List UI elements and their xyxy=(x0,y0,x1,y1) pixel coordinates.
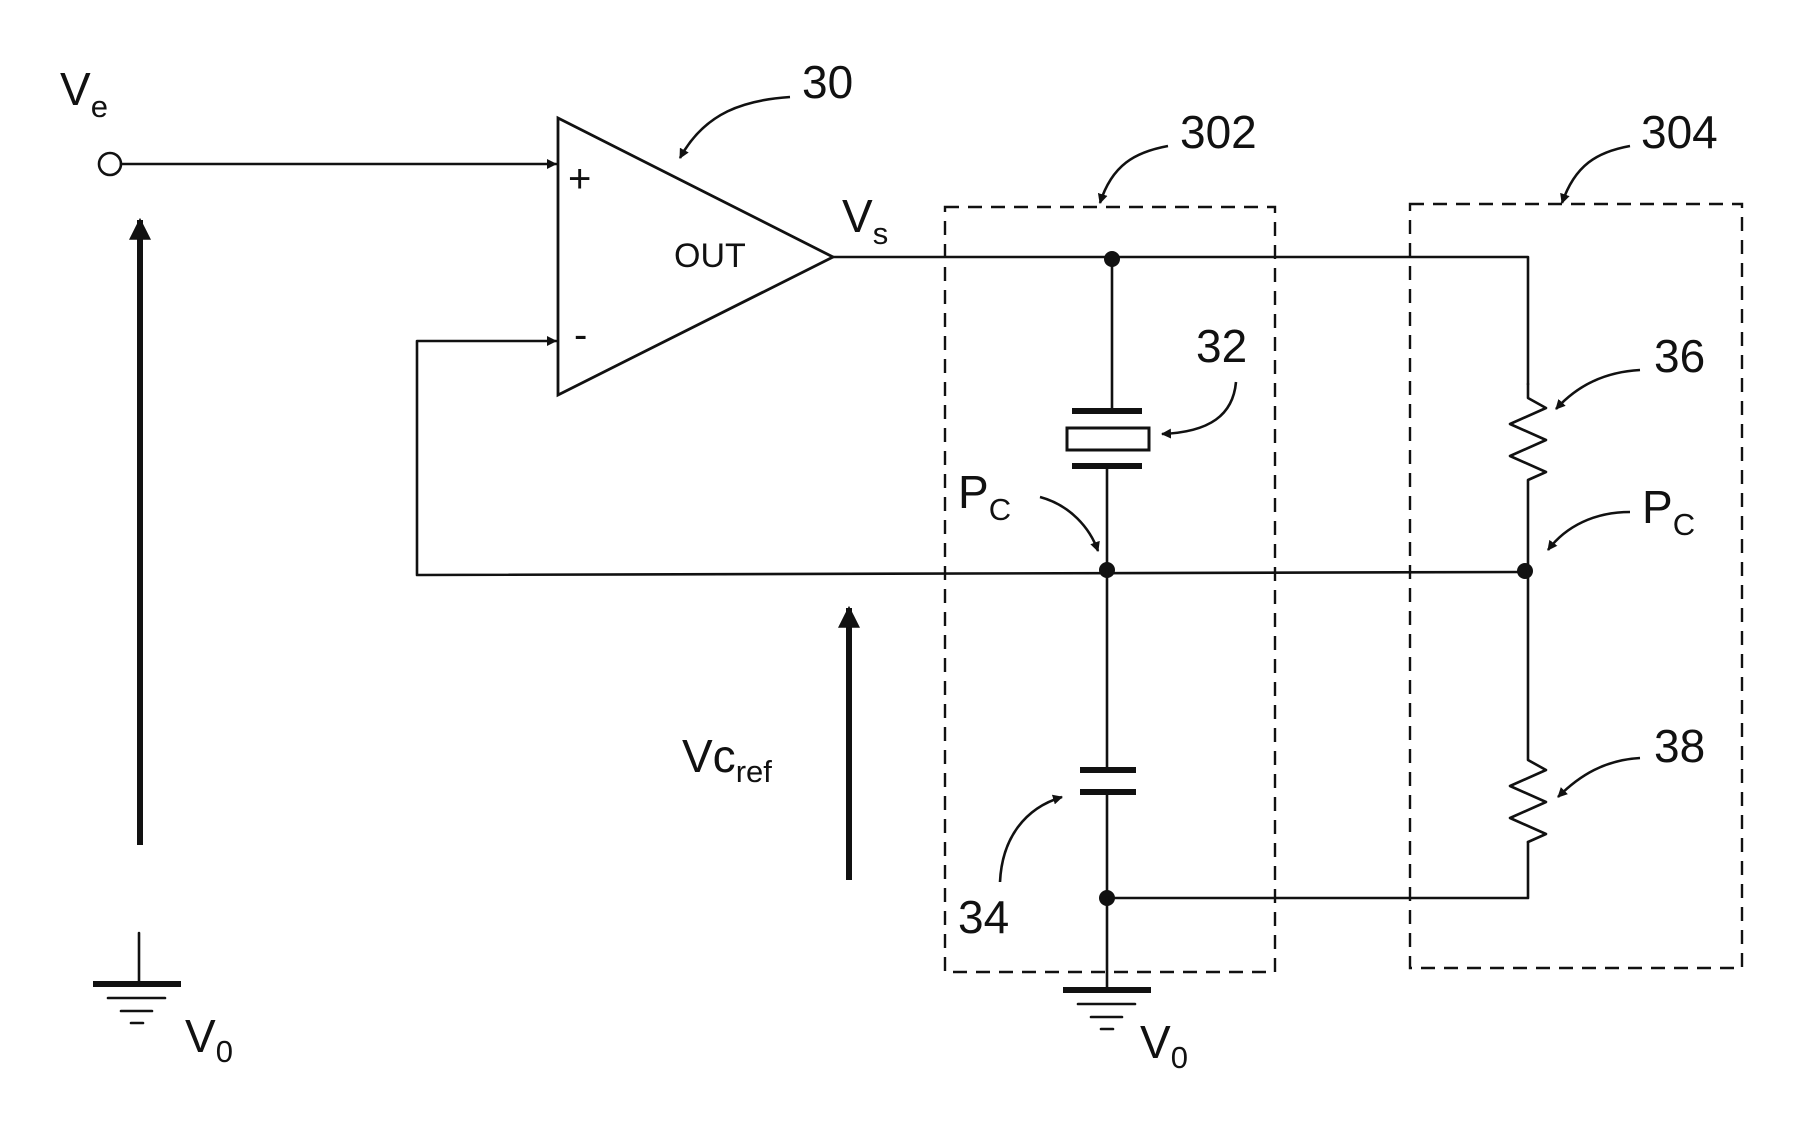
leader-38 xyxy=(1558,758,1640,797)
leader-34 xyxy=(1000,797,1062,882)
ve-input-terminal xyxy=(99,153,121,175)
ref-label-38: 38 xyxy=(1654,720,1705,772)
resistor-36 xyxy=(1510,384,1546,570)
opamp-minus-input-label: - xyxy=(574,313,587,357)
leader-302 xyxy=(1100,146,1168,203)
leader-32 xyxy=(1162,382,1236,434)
node-pc-right xyxy=(1517,563,1533,579)
ground-symbol-right xyxy=(1063,990,1151,1029)
ref-label-32: 32 xyxy=(1196,320,1247,372)
pc-label-right: PC xyxy=(1642,481,1695,542)
pc-label-left: PC xyxy=(958,466,1011,527)
leader-30 xyxy=(680,97,790,158)
leader-36 xyxy=(1556,370,1640,409)
ref-label-30: 30 xyxy=(802,56,853,108)
leader-pc-right xyxy=(1548,512,1630,550)
wire-vs-output xyxy=(833,257,1528,384)
wire-bottom-return xyxy=(1107,842,1528,898)
ve-label: Ve xyxy=(60,63,108,124)
cap32-crystal-body xyxy=(1067,428,1149,450)
opamp-out-label: OUT xyxy=(674,237,746,275)
leader-304 xyxy=(1562,146,1630,203)
ref-label-304: 304 xyxy=(1641,106,1718,158)
ref-label-36: 36 xyxy=(1654,330,1705,382)
box-304 xyxy=(1410,204,1742,968)
vs-label: Vs xyxy=(842,190,888,251)
ref-label-34: 34 xyxy=(958,891,1009,943)
vcref-label: Vcref xyxy=(682,730,772,789)
leader-pc-left xyxy=(1040,497,1098,551)
v0-label-right: V0 xyxy=(1140,1016,1188,1075)
resistor-38 xyxy=(1510,571,1546,842)
ground-symbol-left xyxy=(93,933,181,1023)
v0-label-left: V0 xyxy=(185,1010,233,1069)
opamp-plus-input-label: + xyxy=(568,157,591,201)
ref-label-302: 302 xyxy=(1180,106,1257,158)
